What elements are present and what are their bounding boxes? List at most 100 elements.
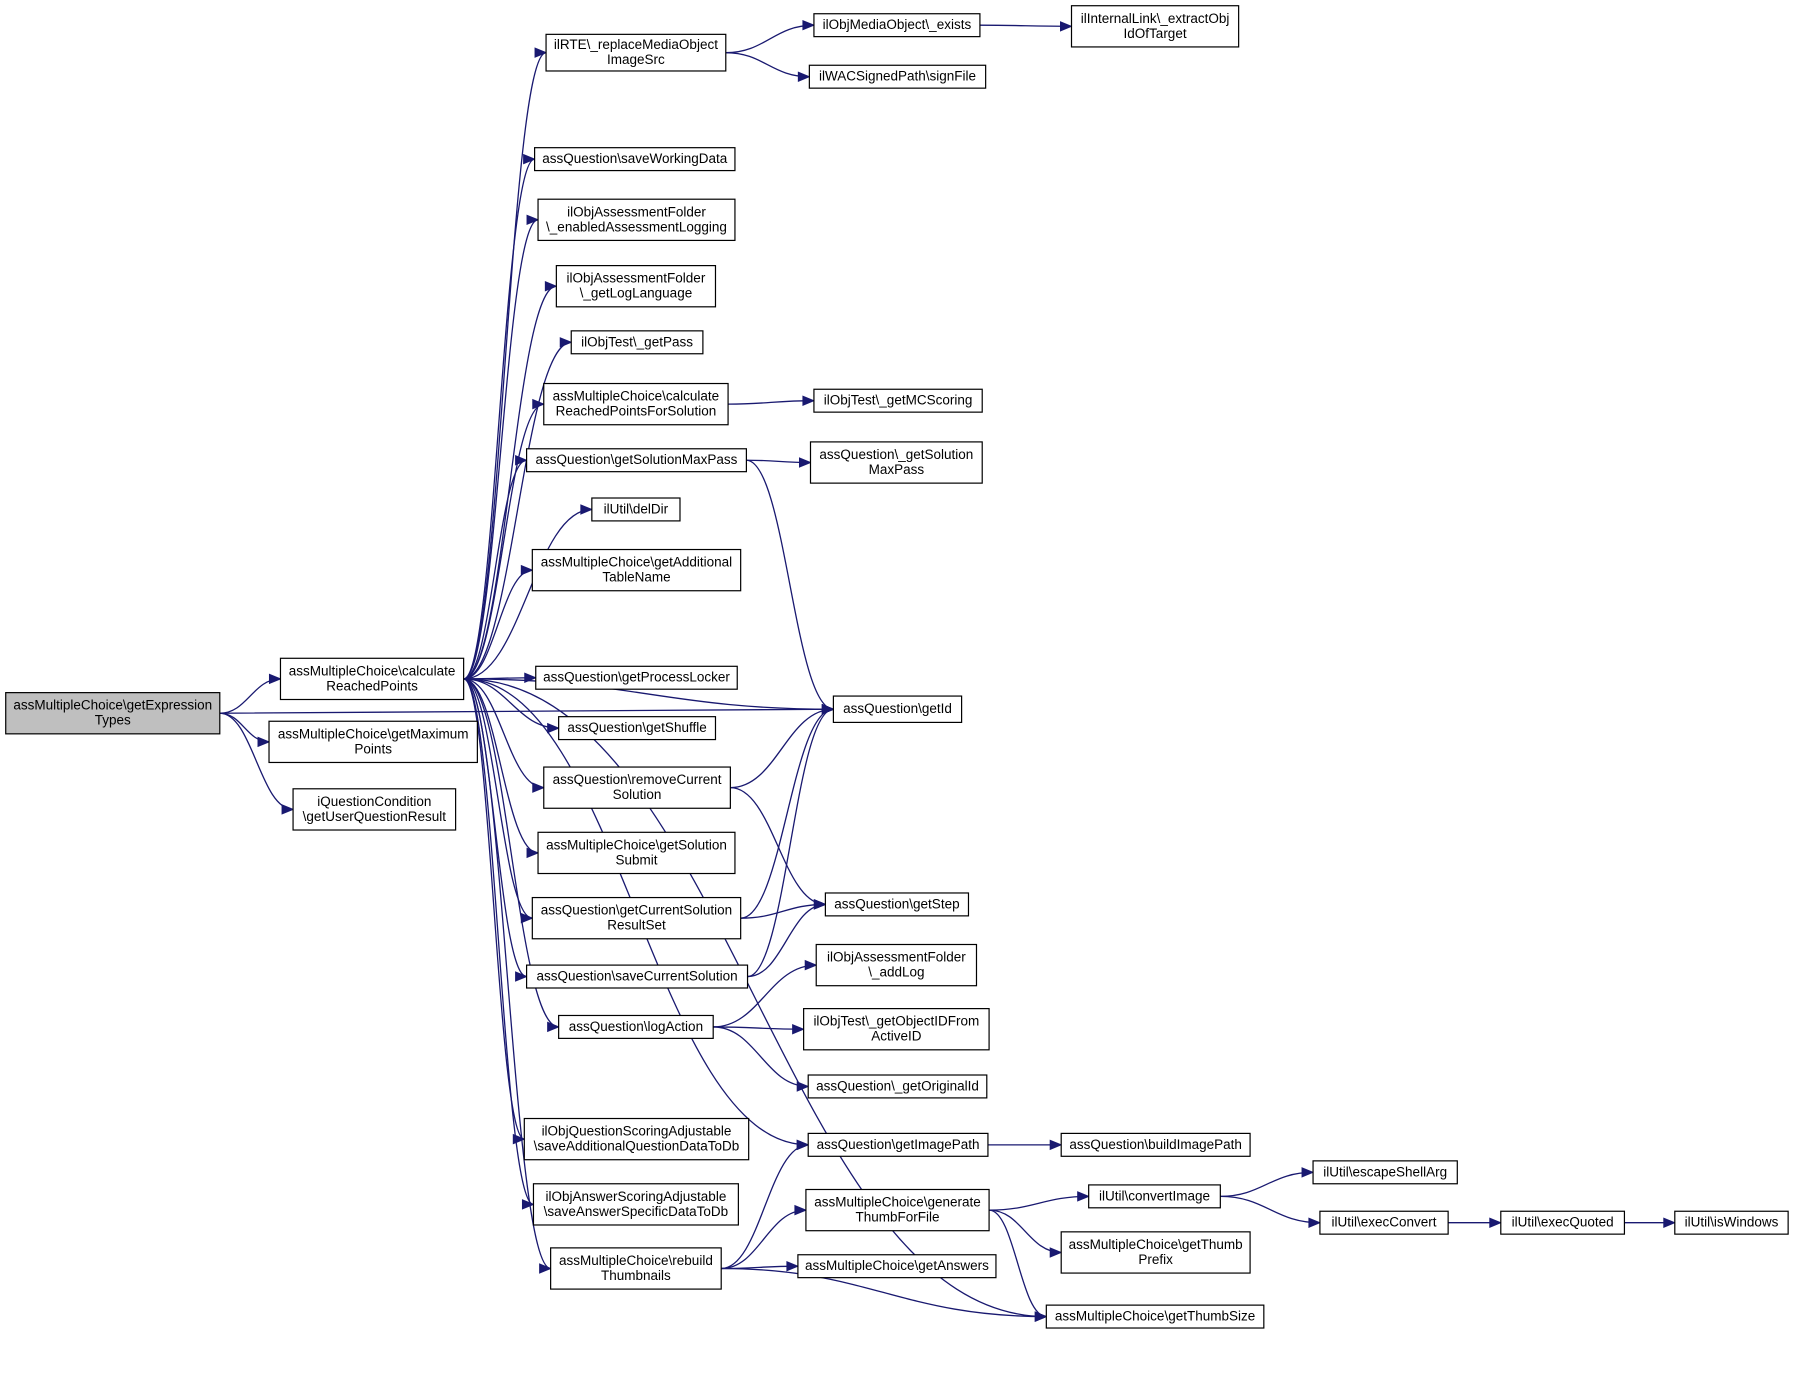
arrowhead — [520, 564, 534, 576]
node-box — [525, 448, 747, 473]
node-qscoring[interactable]: ilObjQuestionScoringAdjustable\saveAddit… — [523, 1117, 750, 1161]
arrowhead — [792, 1023, 805, 1035]
edge-genthumb-to-thumbsize — [988, 1209, 1047, 1318]
node-proclock[interactable]: assQuestion\getProcessLocker — [535, 665, 738, 690]
edge-rebuild-to-imgpath — [721, 1144, 809, 1270]
node-box — [537, 198, 736, 242]
node-escshell[interactable]: ilUtil\escapeShellArg — [1312, 1160, 1458, 1185]
node-box — [537, 831, 736, 875]
node-origid[interactable]: assQuestion\_getOriginalId — [807, 1074, 988, 1099]
node-imgpath[interactable]: assQuestion\getImagePath — [807, 1132, 989, 1157]
edge-calc-to-rte — [463, 52, 547, 680]
node-getpass[interactable]: ilObjTest\_getPass — [570, 330, 704, 355]
arrowhead — [1663, 1217, 1677, 1228]
arrowhead — [559, 337, 573, 348]
edge-solmaxpass-to-getid — [746, 459, 834, 710]
node-convimg[interactable]: ilUtil\convertImage — [1088, 1184, 1221, 1209]
node-execquoted[interactable]: ilUtil\execQuoted — [1500, 1210, 1626, 1235]
node-mcscoring[interactable]: ilObjTest\_getMCScoring — [813, 388, 983, 413]
node-box — [1088, 1184, 1221, 1209]
node-box — [1674, 1210, 1789, 1235]
node-buildimg[interactable]: assQuestion\buildImagePath — [1060, 1132, 1251, 1157]
node-label: assQuestion\getProcessLocker — [543, 670, 730, 685]
node-label: ilUtil\escapeShellArg — [1323, 1164, 1447, 1179]
node-execconv[interactable]: ilUtil\execConvert — [1319, 1210, 1449, 1235]
node-box — [1060, 1132, 1251, 1157]
node-_solmaxpass[interactable]: assQuestion\_getSolutionMaxPass — [809, 441, 983, 484]
node-box — [1045, 1304, 1265, 1329]
edge-logaction-to-origid — [713, 1026, 809, 1088]
edge-rte-to-wac — [725, 52, 810, 78]
edge-calc-to-solmaxpass — [463, 459, 527, 680]
node-savework[interactable]: assQuestion\saveWorkingData — [534, 147, 736, 172]
node-label: ilUtil\delDir — [604, 501, 669, 516]
arrowhead — [532, 782, 546, 793]
node-label: assQuestion\_getOriginalId — [816, 1078, 979, 1093]
edge-cursolrs-to-getid — [740, 708, 834, 919]
node-box — [832, 695, 963, 723]
node-box — [1060, 1231, 1251, 1274]
arrowhead — [547, 722, 560, 734]
node-getid[interactable]: assQuestion\getId — [832, 695, 963, 723]
node-label: assMultipleChoice\getAdditional — [541, 555, 732, 570]
node-box — [5, 692, 221, 735]
arrowhead — [794, 1204, 808, 1216]
node-label: Submit — [615, 852, 657, 867]
node-box — [535, 665, 738, 690]
node-label: assMultipleChoice\getThumb — [1069, 1237, 1243, 1252]
node-savecur[interactable]: assQuestion\saveCurrentSolution — [525, 964, 749, 989]
arrowhead — [268, 673, 282, 685]
node-calcsol[interactable]: assMultipleChoice\calculateReachedPoints… — [543, 382, 729, 426]
node-label: assMultipleChoice\calculate — [553, 389, 720, 404]
node-label: ilRTE\_replaceMediaObject — [554, 37, 718, 52]
node-aflog[interactable]: ilObjAssessmentFolder\_enabledAssessment… — [537, 198, 736, 242]
node-box — [543, 766, 731, 809]
edge-rebuild-to-thumbsize — [721, 1267, 1047, 1318]
node-box — [531, 548, 742, 592]
node-logaction[interactable]: assQuestion\logAction — [558, 1014, 714, 1039]
node-getstep[interactable]: assQuestion\getStep — [824, 892, 970, 917]
node-ascoring[interactable]: ilObjAnswerScoringAdjustable\saveAnswerS… — [532, 1183, 739, 1226]
node-afaddlog[interactable]: ilObjAssessmentFolder\_addLog — [815, 943, 978, 987]
node-solmaxpass[interactable]: assQuestion\getSolutionMaxPass — [525, 448, 747, 473]
node-label: ReachedPointsForSolution — [556, 404, 717, 419]
node-mobexists[interactable]: ilObjMediaObject\_exists — [813, 13, 981, 38]
node-wac[interactable]: ilWACSignedPath\signFile — [808, 64, 987, 89]
node-thumbsize[interactable]: assMultipleChoice\getThumbSize — [1045, 1304, 1265, 1329]
node-qcond[interactable]: iQuestionCondition\getUserQuestionResult — [292, 788, 457, 831]
arrowhead — [804, 959, 818, 971]
node-deldir[interactable]: ilUtil\delDir — [591, 497, 681, 522]
node-iswin[interactable]: ilUtil\isWindows — [1674, 1210, 1789, 1235]
node-label: assQuestion\getId — [843, 701, 952, 716]
node-label: ReachedPoints — [326, 678, 418, 693]
node-shuffle[interactable]: assQuestion\getShuffle — [558, 716, 717, 741]
arrowhead — [797, 71, 811, 82]
edge-calc-to-savework — [463, 158, 535, 680]
node-box — [292, 788, 457, 831]
arrowhead — [515, 454, 528, 466]
edge-calc-to-getid — [463, 678, 834, 710]
node-answers[interactable]: assMultipleChoice\getAnswers — [797, 1254, 997, 1279]
node-label: Thumbnails — [601, 1268, 671, 1283]
node-box — [279, 657, 465, 701]
arrowhead — [821, 703, 835, 715]
node-aflang[interactable]: ilObjAssessmentFolder\_getLogLanguage — [555, 265, 717, 308]
node-label: ilWACSignedPath\signFile — [819, 69, 976, 84]
edge-calc-to-aflang — [463, 285, 557, 680]
arrowhead — [534, 47, 548, 58]
edge-root-to-maxpts — [219, 712, 270, 743]
